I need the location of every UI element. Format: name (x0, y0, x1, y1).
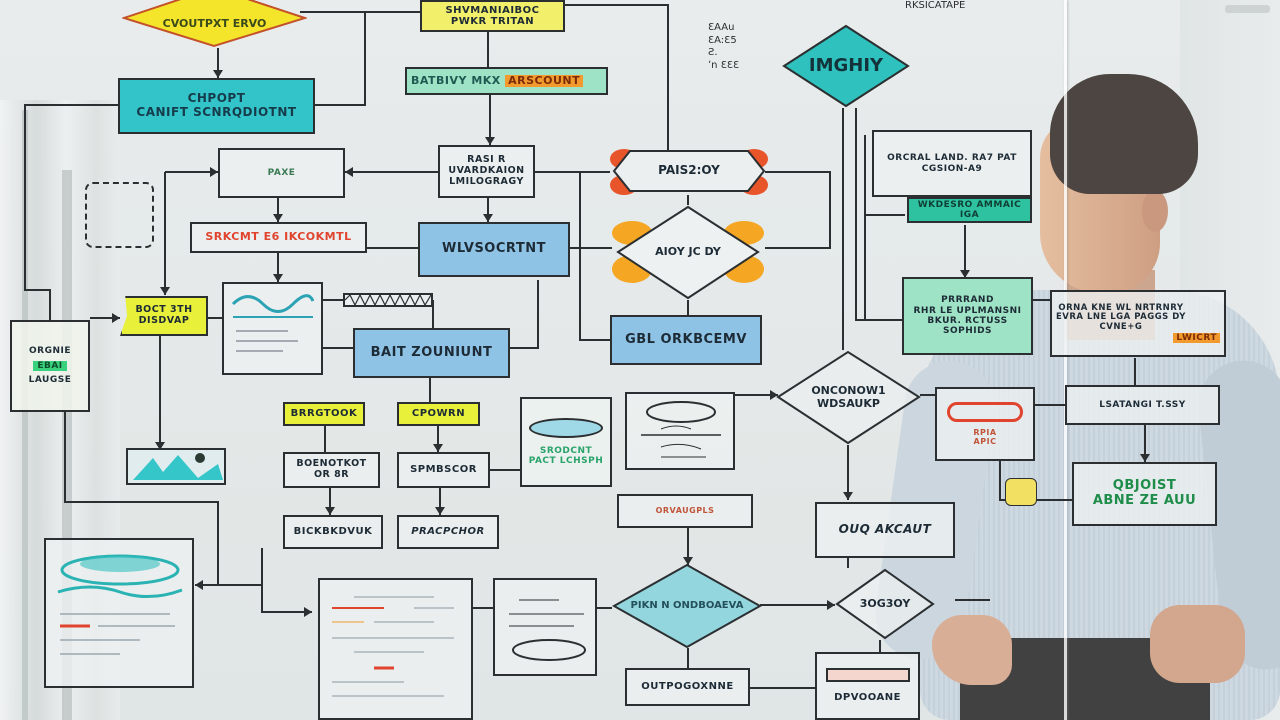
wave-sketch-icon (231, 293, 315, 351)
process-box-blue: BAIT ZOUNIUNT (353, 328, 510, 378)
orange-highlight: ARSCOUNT (505, 74, 584, 88)
text-card-large (318, 578, 473, 720)
window-frame (62, 170, 72, 720)
left-hand (932, 615, 1012, 685)
hexagon-process: PAIS2:OY (610, 147, 768, 195)
note-card-mint: SRODCNT PACT LCHSPH (520, 397, 612, 487)
process-box: OUTPOGOXNNE (625, 668, 750, 706)
decision-diamond-teal: IMGHIY (782, 24, 910, 108)
note-box-red-oval: RPIA APIC (935, 387, 1035, 461)
sketch-card-small (493, 578, 597, 676)
red-oval-icon (947, 401, 1023, 422)
process-box: RASI R UVARDKAION LMILOGRAGY (438, 145, 535, 198)
process-box-teal: CHPOPT CANIFT SCNRQDIOTNT (118, 78, 315, 134)
note-box-colored: ORVAUGPLS (617, 494, 753, 528)
wave-drawing-icon (57, 554, 183, 655)
mountain-sketch-icon (133, 453, 223, 480)
box-label: BATBIVY MKX (411, 73, 501, 87)
process-box-yellow: SHVMANIAIBOC PWKR TRITAN (420, 0, 565, 32)
process-box: PRACPCHOR (397, 515, 499, 549)
orange-badge: LWICRT (1173, 332, 1220, 344)
diamond-label: IMGHIY (808, 54, 884, 76)
process-box-green-text: QBJOIST ABNE ZE AUU (1072, 462, 1217, 526)
box-label: DPVOOANE (834, 692, 901, 704)
note-box-right: ORCRAL LAND. RA7 PAT CGSION-A9 (872, 130, 1032, 197)
glass-panel-edge (1064, 0, 1067, 720)
note-card-left: ORGNIE EBAI LAUGSE (10, 320, 90, 412)
red-bar-icon (825, 668, 910, 683)
process-strip-teal: WKDESRO AMMAIC IGA (907, 197, 1032, 223)
note-box-shirt: ORNA KNE WL NRTRNRY EVRA LNE LGA PAGGS D… (1050, 290, 1226, 357)
diamond-label: ONCONOW1 WDSAUKP (811, 383, 886, 410)
process-box-blue: WLVSOCRTNT (418, 222, 570, 277)
card-title: ORGNIE (29, 346, 71, 357)
diamond-label: 3OG3OY (859, 596, 911, 610)
process-box: DPVOOANE (815, 652, 920, 720)
hatched-connector (343, 293, 433, 307)
sketch-card-oval (625, 392, 735, 470)
process-box-mint-right: PRRRAND RHR LE UPLMANSNI BKUR. RCTUSS SO… (902, 277, 1033, 355)
process-box: BICKBKDVUK (283, 515, 383, 549)
process-box-mint: BATBIVY MKX ARSCOUNT (405, 67, 608, 95)
decision-diamond: 3OG3OY (835, 568, 935, 640)
decision-diamond-yellow: CVOUTPXT ERVO (122, 0, 307, 48)
label-lemon: BRRGTOOK (283, 402, 365, 426)
sketch-box-aqua (126, 448, 226, 485)
note-box: PAXE (218, 148, 345, 198)
process-box-blue: GBL ORKBCEMV (610, 315, 762, 365)
oval-sketch-icon (641, 401, 721, 458)
process-box-right: LSATANGI T.SSY (1065, 385, 1220, 425)
note-text: RPIA APIC (973, 427, 997, 446)
process-box: BOENOTKOT OR 8R (283, 452, 380, 488)
hair (1050, 74, 1198, 194)
oval-sketch-icon (509, 599, 586, 661)
hexagon-label: PAIS2:OY (658, 163, 720, 178)
tag-yellow: BOCT 3TH DISDVAP (120, 296, 208, 336)
green-highlight: EBAI (33, 360, 67, 372)
sketch-icon-printer (85, 182, 154, 248)
small-icon-badge (1005, 478, 1037, 506)
handwritten-note: RKSICATAPE (905, 0, 966, 11)
card-line: SRODCNT (539, 445, 593, 456)
window-frame (22, 110, 28, 720)
note-text: ORNA KNE WL NRTRNRY EVRA LNE LGA PAGGS D… (1056, 302, 1186, 333)
decision-diamond: ONCONOW1 WDSAUKP (776, 350, 921, 445)
right-hand (1150, 605, 1245, 683)
label-lemon: CPOWRN (397, 402, 480, 426)
diamond-label: PIKN N ONDBOAEVA (630, 600, 744, 612)
decision-diamond-orange: AIOY JC DY (612, 205, 764, 300)
ceiling-light (1225, 5, 1270, 13)
decision-diamond-teal: PIKN N ONDBOAEVA (612, 563, 762, 649)
sketch-card (222, 282, 323, 375)
diamond-label: CVOUTPXT ERVO (162, 16, 267, 30)
process-box: OUQ AKCAUT (815, 502, 955, 558)
ear (1142, 190, 1168, 232)
card-line: PACT LCHSPH (528, 456, 604, 466)
process-box-red-text: SRKCMT E6 IKCOKMTL (190, 222, 367, 253)
diamond-label: AIOY JC DY (655, 245, 721, 259)
text-lines-icon (332, 596, 454, 697)
card-text: LAUGSE (28, 375, 72, 386)
oval-sketch-icon (529, 417, 603, 438)
sketch-card-large (44, 538, 194, 688)
process-box: SPMBSCOR (397, 452, 490, 488)
